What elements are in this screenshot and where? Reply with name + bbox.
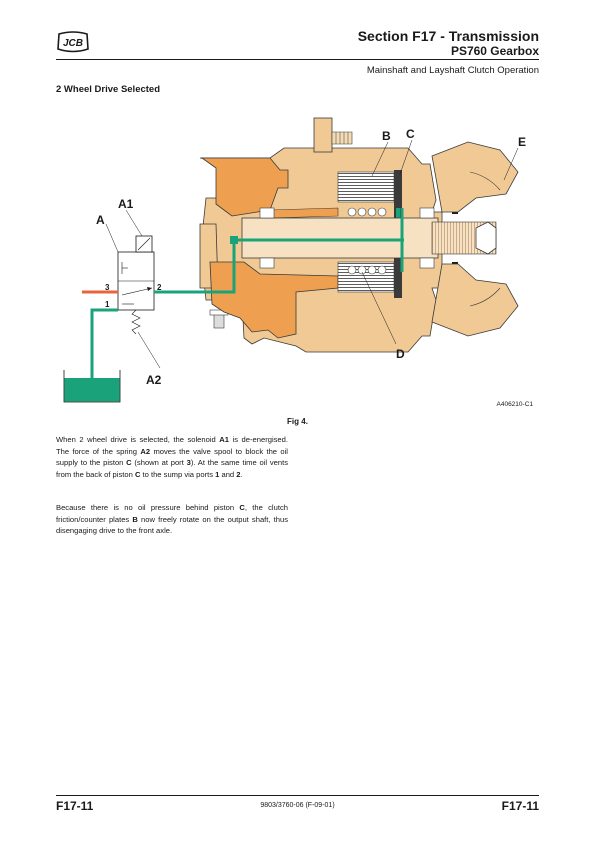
- text-run: now freely rotate on the output shaft, t…: [56, 514, 288, 536]
- clutch-diagram: A1 A A2 B C D E 3 1 2: [56, 112, 540, 410]
- text-run: moves the valve spool to block the oil s…: [56, 446, 288, 468]
- page-topic: Mainshaft and Layshaft Clutch Operation: [366, 65, 539, 76]
- section-title: Section F17 - Transmission: [357, 28, 539, 44]
- text-run: Because there is no oil pressure behind …: [56, 503, 240, 512]
- bold-reference: A1: [219, 435, 230, 444]
- bold-reference: 1: [215, 470, 220, 480]
- bold-reference: A2: [140, 446, 151, 456]
- clutch-drum: [200, 157, 289, 217]
- label-port-1: 1: [105, 300, 110, 309]
- bold-reference: C: [126, 458, 132, 468]
- spring-a2: [131, 309, 141, 335]
- bold-reference: 2: [236, 470, 241, 480]
- clutch-diagram-drawing: A1 A A2 B C D E 3 1 2: [63, 117, 526, 403]
- output-shaft: [241, 217, 439, 259]
- label-d: D: [396, 347, 405, 361]
- header-divider: [56, 59, 539, 60]
- text-run: , the clutch friction/counter plates: [56, 503, 288, 524]
- body-paragraph: When 2 wheel drive is selected, the sole…: [56, 434, 288, 481]
- footer-divider: [56, 795, 539, 796]
- label-a: A: [96, 213, 105, 227]
- image-code: A406210-C1: [496, 401, 534, 408]
- document-number: 9803/3760-06 (F-09-01): [260, 802, 335, 809]
- label-a1: A1: [118, 197, 134, 211]
- sump: [63, 370, 121, 403]
- label-port-2: 2: [157, 283, 162, 292]
- figure-caption: Fig 4.: [287, 417, 308, 426]
- text-run: ). At the same time oil vents from the b…: [56, 458, 289, 480]
- bold-reference: C: [239, 503, 245, 512]
- text-run: is de-energised. The force of the spring: [56, 435, 288, 456]
- bold-reference: C: [134, 470, 141, 480]
- label-e: E: [518, 135, 526, 149]
- body-paragraph: Because there is no oil pressure behind …: [56, 502, 288, 537]
- page-number-right: F17-11: [501, 799, 539, 813]
- text-run: and: [219, 470, 237, 480]
- bold-reference: B: [132, 514, 138, 524]
- page-number-left: F17-11: [56, 799, 94, 813]
- section-heading: 2 Wheel Drive Selected: [56, 84, 161, 95]
- jcb-logo: JCB: [57, 31, 89, 53]
- text-run: to the sump via ports: [140, 470, 216, 480]
- text-run: .: [240, 470, 243, 480]
- label-b: B: [382, 129, 391, 143]
- label-port-3: 3: [105, 283, 110, 292]
- label-a2: A2: [146, 373, 162, 387]
- logo-text: JCB: [63, 38, 83, 49]
- output-yoke: [431, 141, 519, 213]
- text-run: (shown at port: [131, 458, 187, 468]
- label-c: C: [406, 127, 415, 141]
- bold-reference: 3: [186, 458, 191, 468]
- section-subtitle: PS760 Gearbox: [450, 44, 539, 58]
- text-run: When 2 wheel drive is selected, the sole…: [56, 435, 220, 444]
